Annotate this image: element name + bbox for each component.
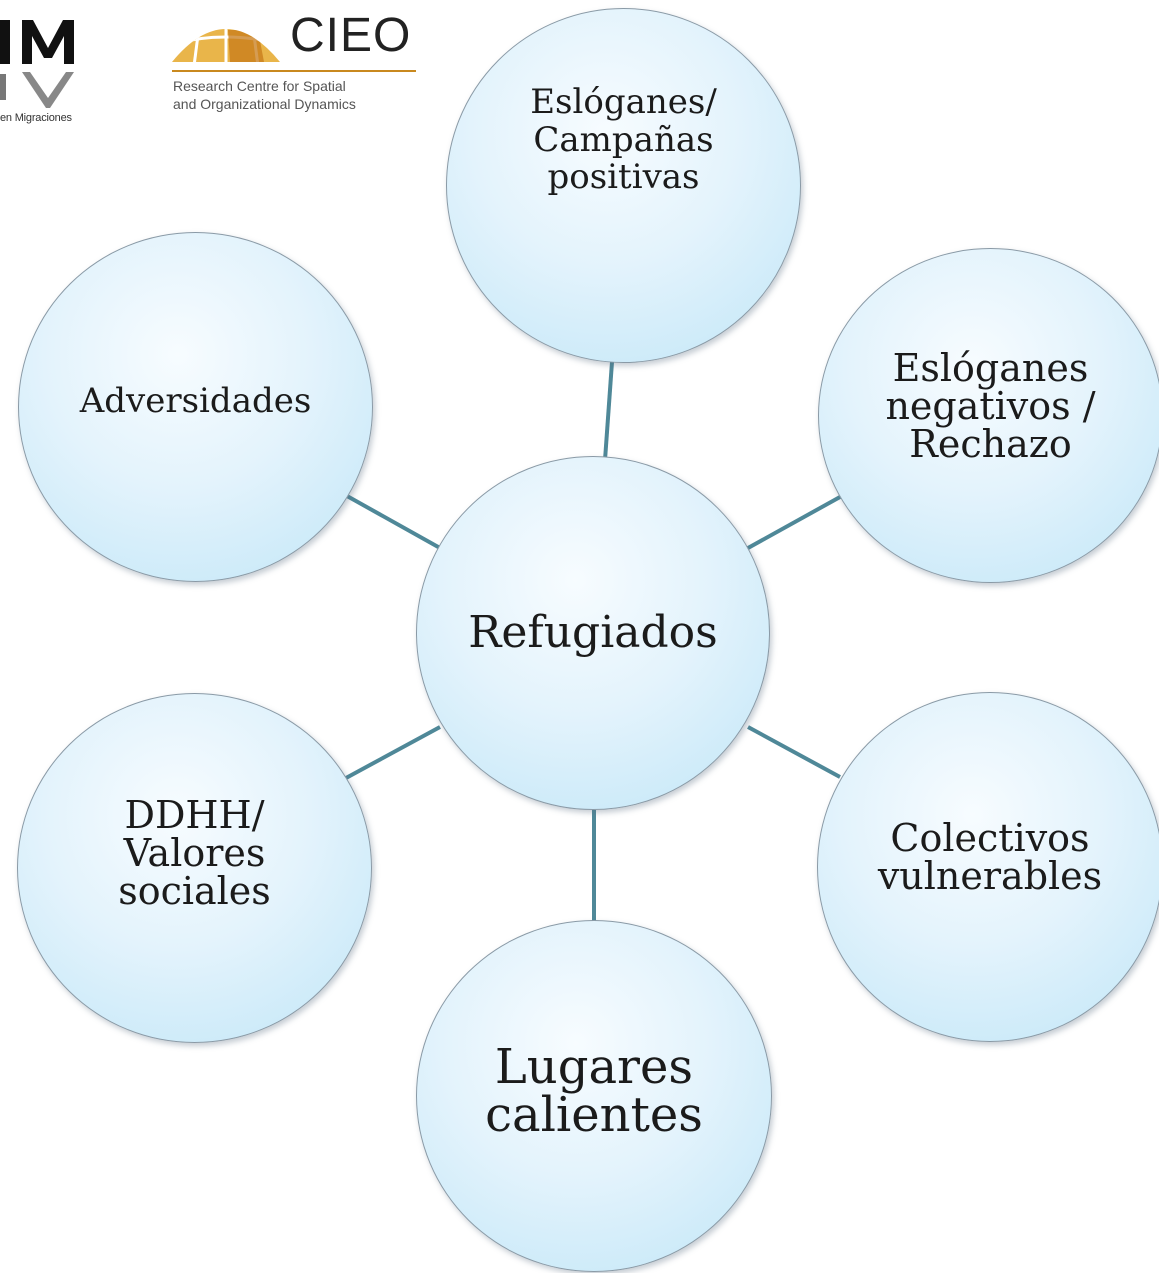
node-refugiados-center: Refugiados — [416, 456, 770, 810]
cieo-logo: CIEO Research Centre for Spatial and Org… — [168, 4, 420, 124]
cieo-globe-icon — [172, 29, 280, 62]
node-campanas-positivas: Eslóganes/ Campañas positivas — [446, 8, 801, 363]
node-label-upper-right: Eslóganes negativos / Rechazo — [885, 345, 1096, 466]
node-label-lower-left: DDHH/ Valores sociales — [118, 793, 271, 913]
node-label-upper-left: Adversidades — [79, 381, 312, 422]
node-label-lower-right: Colectivos vulnerables — [877, 816, 1103, 898]
node-colectivos-vulnerables: Colectivos vulnerables — [817, 692, 1159, 1042]
node-label-bottom: Lugares calientes — [485, 1039, 703, 1143]
logo-mark — [0, 20, 74, 108]
cieo-wordmark: CIEO — [290, 9, 412, 62]
node-adversidades: Adversidades — [18, 232, 373, 582]
connector-upper-left — [346, 494, 441, 550]
cieo-rule — [172, 70, 416, 72]
node-esloganes-negativos: Eslóganes negativos / Rechazo — [818, 248, 1159, 583]
node-label-center: Refugiados — [468, 606, 718, 658]
connector-lower-right — [747, 725, 841, 779]
imisem-logo: en Migraciones — [0, 0, 120, 140]
connector-top — [603, 361, 614, 461]
node-lugares-calientes: Lugares calientes — [416, 920, 772, 1272]
connector-upper-right — [747, 495, 841, 550]
connector-lower-left — [345, 725, 441, 780]
logo-caption: en Migraciones — [0, 112, 72, 124]
node-ddhh-valores: DDHH/ Valores sociales — [17, 693, 372, 1043]
node-label-top: Eslóganes/ Campañas positivas — [530, 82, 717, 198]
cieo-subtitle: Research Centre for Spatial and Organiza… — [173, 78, 356, 112]
